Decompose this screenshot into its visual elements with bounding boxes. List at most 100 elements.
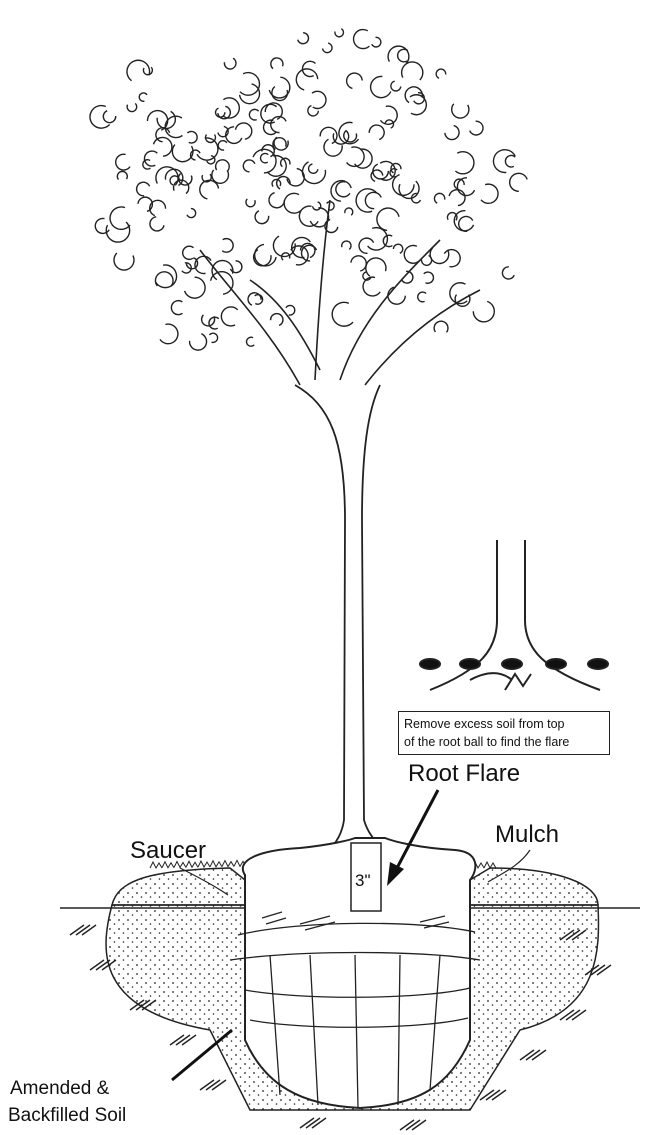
leaf-curl <box>236 123 252 139</box>
leaf-curl <box>226 127 242 144</box>
leaf-curl <box>172 145 193 162</box>
leaf-curl <box>185 277 206 298</box>
leaf-curl <box>434 193 444 203</box>
leaf-curl <box>381 106 398 124</box>
leaf-curl <box>284 193 301 213</box>
leaf-curl <box>452 104 469 118</box>
leaf-curl <box>116 154 130 170</box>
leaf-curl <box>200 180 219 199</box>
leaf-curl <box>90 106 110 129</box>
leaf-curl <box>106 222 129 242</box>
leaf-curl <box>449 190 465 206</box>
tree-trunk <box>290 385 430 868</box>
leaf-curl <box>171 301 182 315</box>
leaf-curl <box>110 207 130 229</box>
leaf-curl <box>339 122 359 143</box>
amended-label-line1: Amended & <box>10 1078 110 1099</box>
leaf-curl <box>436 69 446 78</box>
leaf-curl <box>336 182 350 197</box>
leaf-curl <box>143 67 152 75</box>
leaf-curl <box>249 109 258 120</box>
leaf-curl <box>155 265 176 288</box>
leaf-curl <box>354 30 370 49</box>
inset-note: Remove excess soil from top of the root … <box>398 711 610 755</box>
leaf-curl <box>190 334 207 350</box>
leaf-curl <box>398 49 408 62</box>
leaf-curl <box>139 93 147 101</box>
leaf-curl <box>216 160 230 171</box>
leaf-curl <box>137 182 150 196</box>
tree-branches <box>200 200 480 385</box>
leaf-curl <box>430 248 449 264</box>
leaf-curl <box>183 246 194 259</box>
leaf-curl <box>473 301 494 321</box>
mulch-tuft <box>484 862 496 868</box>
leaf-curl <box>502 267 514 279</box>
amended-label-line2: Backfilled Soil <box>8 1105 126 1126</box>
leaf-curl <box>160 324 178 344</box>
leaf-curl <box>393 175 414 196</box>
mulch-tuft <box>222 861 234 867</box>
leaf-curl <box>313 202 321 210</box>
leaf-curl <box>260 153 268 162</box>
leaf-curl <box>103 111 115 123</box>
leaf-curl <box>372 37 381 47</box>
leaf-curl <box>424 272 434 283</box>
leaf-curl <box>271 58 283 69</box>
leaf-curl <box>262 145 274 157</box>
leaf-curl <box>366 258 386 276</box>
root-flare-inset <box>420 540 608 690</box>
leaf-curl <box>351 256 366 271</box>
leaf-curl <box>127 103 137 111</box>
leaf-curl <box>363 277 380 296</box>
leaf-curl <box>331 181 351 202</box>
leaf-curl <box>391 81 401 91</box>
leaf-curl <box>127 60 150 80</box>
leaf-curl <box>312 91 326 108</box>
leaf-curl <box>369 125 384 140</box>
leaf-curl <box>240 73 259 96</box>
saucer-label: Saucer <box>130 837 206 864</box>
leaf-curl <box>179 174 192 186</box>
tree-canopy <box>90 29 527 350</box>
leaf-curl <box>117 171 127 179</box>
leaf-curl <box>505 155 515 167</box>
leaf-curl <box>243 160 255 172</box>
leaf-curl <box>333 131 348 144</box>
leaf-curl <box>150 217 164 231</box>
leaf-curl <box>271 314 283 326</box>
leaf-curl <box>218 141 227 150</box>
leaf-curl <box>221 307 237 326</box>
leaf-curl <box>359 238 374 253</box>
leaf-curl <box>371 76 391 97</box>
leaf-curl <box>320 127 337 143</box>
leaf-curl <box>187 209 196 218</box>
leaf-curl <box>345 208 353 215</box>
leaf-curl <box>222 239 233 253</box>
leaf-curl <box>481 184 498 203</box>
leaf-curl <box>223 98 239 118</box>
leaf-curl <box>154 137 172 156</box>
leaf-curl <box>144 151 157 166</box>
leaf-curl <box>309 164 318 173</box>
leaf-curl <box>187 131 197 143</box>
leaf-curl <box>344 130 357 142</box>
leaf-curl <box>455 152 474 174</box>
leaf-curl <box>450 283 467 304</box>
leaf-curl <box>365 192 381 208</box>
leaf-curl <box>216 108 225 117</box>
inset-note-line1: Remove excess soil from top <box>404 715 609 733</box>
leaf-curl <box>212 170 229 183</box>
leaf-curl <box>388 287 405 304</box>
leaf-curl <box>434 321 448 332</box>
inset-note-line2: of the root ball to find the flare <box>404 733 609 751</box>
leaf-curl <box>247 337 255 346</box>
leaf-curl <box>402 62 423 80</box>
leaf-curl <box>224 58 236 69</box>
leaf-curl <box>291 246 308 265</box>
leaf-curl <box>347 73 363 88</box>
leaf-curl <box>269 193 284 208</box>
leaf-curl <box>342 241 351 249</box>
